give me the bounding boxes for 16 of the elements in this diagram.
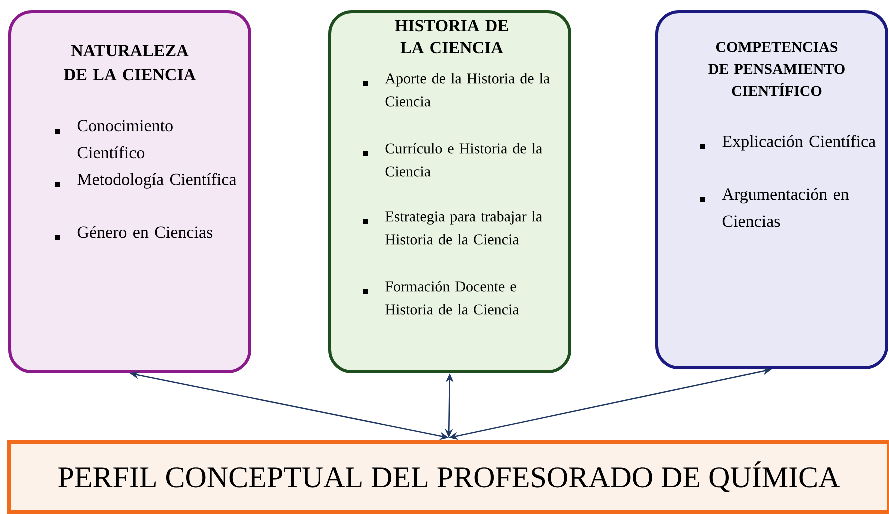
bullet-item: Formación Docente e Historia de la Ciencia: [363, 281, 520, 315]
bullet-item: Metodología Científica: [55, 173, 237, 189]
bullet-item: Explicación Científica: [700, 135, 876, 151]
topic-box: [328, 10, 572, 374]
title-box: PERFIL CONCEPTUAL DEL PROFESORADO DE QUÍMICA: [7, 440, 889, 514]
bullet-item: Currículo e Historia de la Ciencia: [363, 143, 542, 177]
bullet-item: Género en Ciencias: [55, 226, 213, 240]
bullet-item: Estrategia para trabajar la Historia de la Ciencia: [363, 211, 542, 245]
box-heading: NATURALEZA DE LA CIENCIA: [64, 45, 196, 81]
topic-box: [8, 10, 252, 374]
box-heading: HISTORIA DE LA CIENCIA: [395, 20, 508, 54]
bullet-item: Conocimiento Científico: [55, 120, 173, 159]
box-heading: COMPETENCIAS DE PENSAMIENTO CIENTÍFICO: [708, 42, 845, 96]
topic-box: [656, 10, 888, 370]
bullet-item: Aporte de la Historia de la Ciencia: [363, 73, 550, 107]
bullet-item: Argumentación en Ciencias: [700, 188, 850, 228]
